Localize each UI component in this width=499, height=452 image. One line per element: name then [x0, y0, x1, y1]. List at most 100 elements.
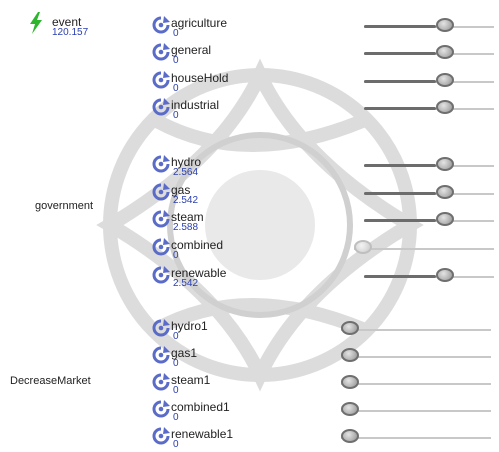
- slider-fill: [364, 192, 436, 195]
- node-value: 0: [173, 331, 179, 342]
- slider-knob[interactable]: [341, 321, 359, 335]
- slider-knob[interactable]: [436, 212, 454, 226]
- node-label: general: [171, 43, 212, 57]
- slider-gas1[interactable]: [341, 348, 491, 366]
- slider-combined1[interactable]: [341, 402, 491, 420]
- node-label: agriculture: [171, 16, 228, 30]
- slider-knob[interactable]: [436, 100, 454, 114]
- node-label: steam: [171, 210, 204, 224]
- slider-fill: [364, 107, 436, 110]
- node-label: gas: [171, 183, 191, 197]
- slider-knob[interactable]: [341, 429, 359, 443]
- slider-fill: [364, 25, 436, 28]
- refresh-node-icon: [152, 427, 170, 445]
- slider-knob[interactable]: [436, 268, 454, 282]
- slider-renewable[interactable]: [364, 268, 494, 286]
- event-label: event: [52, 15, 82, 29]
- refresh-node-icon: [152, 346, 170, 364]
- slider-household[interactable]: [364, 73, 494, 91]
- event-value: 120.157: [52, 27, 89, 38]
- slider-knob[interactable]: [436, 73, 454, 87]
- refresh-node-icon: [152, 71, 170, 89]
- node-value: 0: [173, 110, 179, 121]
- node-value: 2.564: [173, 167, 199, 178]
- lightning-bolt-icon: [30, 12, 42, 34]
- slider-agriculture[interactable]: [364, 18, 494, 36]
- node-value: 0: [173, 412, 179, 423]
- refresh-node-icon: [152, 155, 170, 173]
- slider-hydro[interactable]: [364, 157, 494, 175]
- node-value: 2.588: [173, 222, 199, 233]
- slider-track[interactable]: [341, 410, 491, 412]
- slider-fill: [364, 164, 436, 167]
- slider-knob[interactable]: [436, 185, 454, 199]
- node-value: 0: [173, 385, 179, 396]
- node-label: renewable1: [171, 427, 234, 441]
- slider-knob[interactable]: [341, 402, 359, 416]
- node-label: gas1: [171, 346, 198, 360]
- slider-industrial[interactable]: [364, 100, 494, 118]
- slider-fill: [364, 80, 436, 83]
- slider-knob[interactable]: [436, 18, 454, 32]
- refresh-node-icon: [152, 210, 170, 228]
- node-value: 0: [173, 83, 179, 94]
- slider-knob[interactable]: [436, 157, 454, 171]
- node-value: 0: [173, 55, 179, 66]
- node-label: industrial: [171, 98, 220, 112]
- slider-knob[interactable]: [436, 45, 454, 59]
- slider-track[interactable]: [341, 356, 491, 358]
- slider-track[interactable]: [341, 383, 491, 385]
- refresh-node-icon: [152, 183, 170, 201]
- group-label-government: government: [35, 200, 94, 212]
- slider-knob[interactable]: [354, 240, 372, 254]
- slider-knob[interactable]: [341, 375, 359, 389]
- slider-track[interactable]: [341, 329, 491, 331]
- node-value: 0: [173, 250, 179, 261]
- slider-steam1[interactable]: [341, 375, 491, 393]
- node-label: hydro: [171, 155, 202, 169]
- refresh-node-icon: [152, 266, 170, 284]
- node-value: 2.542: [173, 278, 199, 289]
- slider-knob[interactable]: [341, 348, 359, 362]
- ornament-watermark: [96, 58, 424, 392]
- slider-general[interactable]: [364, 45, 494, 63]
- slider-track[interactable]: [341, 437, 491, 439]
- node-label: houseHold: [171, 71, 229, 85]
- node-value: 0: [173, 439, 179, 450]
- slider-track[interactable]: [354, 248, 494, 250]
- refresh-node-icon: [152, 238, 170, 256]
- slider-fill: [364, 219, 436, 222]
- node-value: 0: [173, 28, 179, 39]
- slider-gas[interactable]: [364, 185, 494, 203]
- refresh-node-icon: [152, 16, 170, 34]
- refresh-node-icon: [152, 319, 170, 337]
- refresh-node-icon: [152, 43, 170, 61]
- slider-hydro1[interactable]: [341, 321, 491, 339]
- slider-fill: [364, 52, 436, 55]
- group-label-decrease-market: DecreaseMarket: [10, 375, 91, 387]
- node-label: combined1: [171, 400, 230, 414]
- node-value: 0: [173, 358, 179, 369]
- node-value: 2.542: [173, 195, 199, 206]
- refresh-node-icon: [152, 98, 170, 116]
- slider-renewable1[interactable]: [341, 429, 491, 447]
- slider-steam[interactable]: [364, 212, 494, 230]
- slider-fill: [364, 275, 436, 278]
- node-label: renewable: [171, 266, 227, 280]
- slider-combined[interactable]: [354, 240, 494, 258]
- node-label: combined: [171, 238, 224, 252]
